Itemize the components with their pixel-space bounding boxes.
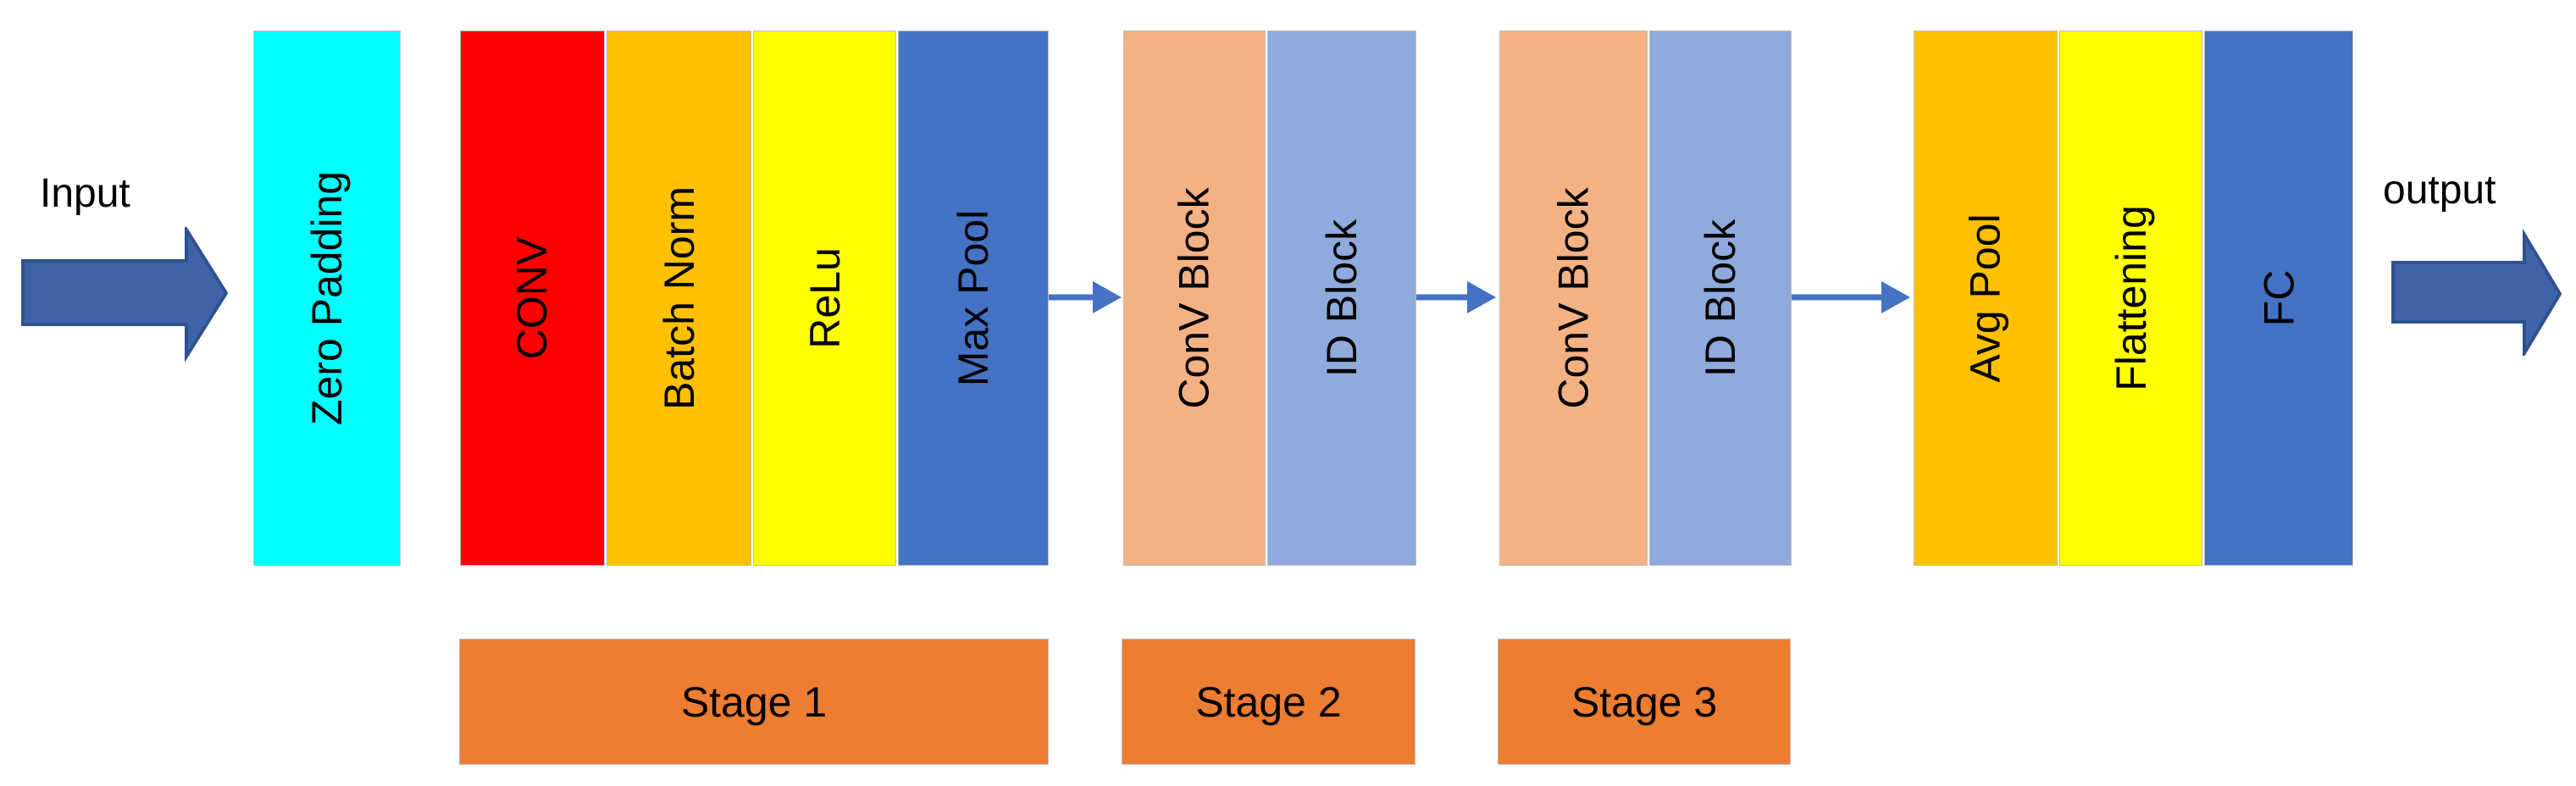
block-avg-pool-label: Avg Pool	[1962, 213, 2009, 383]
block-fc: FC	[2204, 30, 2353, 566]
block-max-pool: Max Pool	[898, 30, 1049, 566]
input-arrow-shape	[21, 227, 229, 363]
block-flattening: Flattening	[2059, 30, 2202, 566]
block-conv-label: CONV	[508, 236, 557, 360]
arrow-stage2-to-stage3-icon	[1416, 281, 1496, 313]
block-conv-block-stage2: ConV Block	[1123, 30, 1266, 566]
output-arrow-shape	[2391, 229, 2562, 356]
stage-3-box: Stage 3	[1498, 639, 1791, 765]
block-conv: CONV	[460, 30, 605, 566]
block-zero-padding-label: Zero Padding	[303, 170, 352, 426]
block-conv-block-stage3-label: ConV Block	[1549, 187, 1598, 409]
output-label: output	[2383, 168, 2496, 213]
input-arrow-icon	[21, 227, 229, 363]
block-relu-label: ReLu	[800, 247, 849, 349]
block-relu: ReLu	[753, 30, 896, 566]
stage-2-box: Stage 2	[1122, 639, 1415, 765]
arrow-head	[1093, 281, 1122, 313]
arrow-stage1-to-stage2-icon	[1049, 281, 1122, 313]
block-id-block-stage3: ID Block	[1649, 30, 1792, 566]
output-arrow-icon	[2391, 229, 2562, 356]
input-label: Input	[40, 171, 130, 216]
block-id-block-stage3-label: ID Block	[1697, 219, 1745, 378]
block-fc-label: FC	[2255, 269, 2302, 327]
block-id-block-stage2-label: ID Block	[1318, 219, 1366, 378]
block-zero-padding: Zero Padding	[253, 30, 401, 566]
block-id-block-stage2: ID Block	[1267, 30, 1416, 566]
stage-2-label: Stage 2	[1195, 678, 1342, 726]
block-conv-block-stage3: ConV Block	[1499, 30, 1648, 566]
block-max-pool-label: Max Pool	[950, 209, 997, 387]
block-batch-norm-label: Batch Norm	[655, 186, 703, 410]
arrow-stage3-to-head-icon	[1792, 281, 1910, 313]
block-batch-norm: Batch Norm	[607, 30, 751, 566]
stage-1-label: Stage 1	[680, 678, 828, 726]
arrow-head	[1881, 281, 1910, 313]
block-flattening-label: Flattening	[2107, 205, 2155, 391]
stage-3-label: Stage 3	[1571, 678, 1718, 726]
block-avg-pool: Avg Pool	[1914, 30, 2058, 566]
stage-1-box: Stage 1	[459, 639, 1049, 765]
arrow-head	[1467, 281, 1496, 313]
block-conv-block-stage2-label: ConV Block	[1171, 187, 1219, 409]
